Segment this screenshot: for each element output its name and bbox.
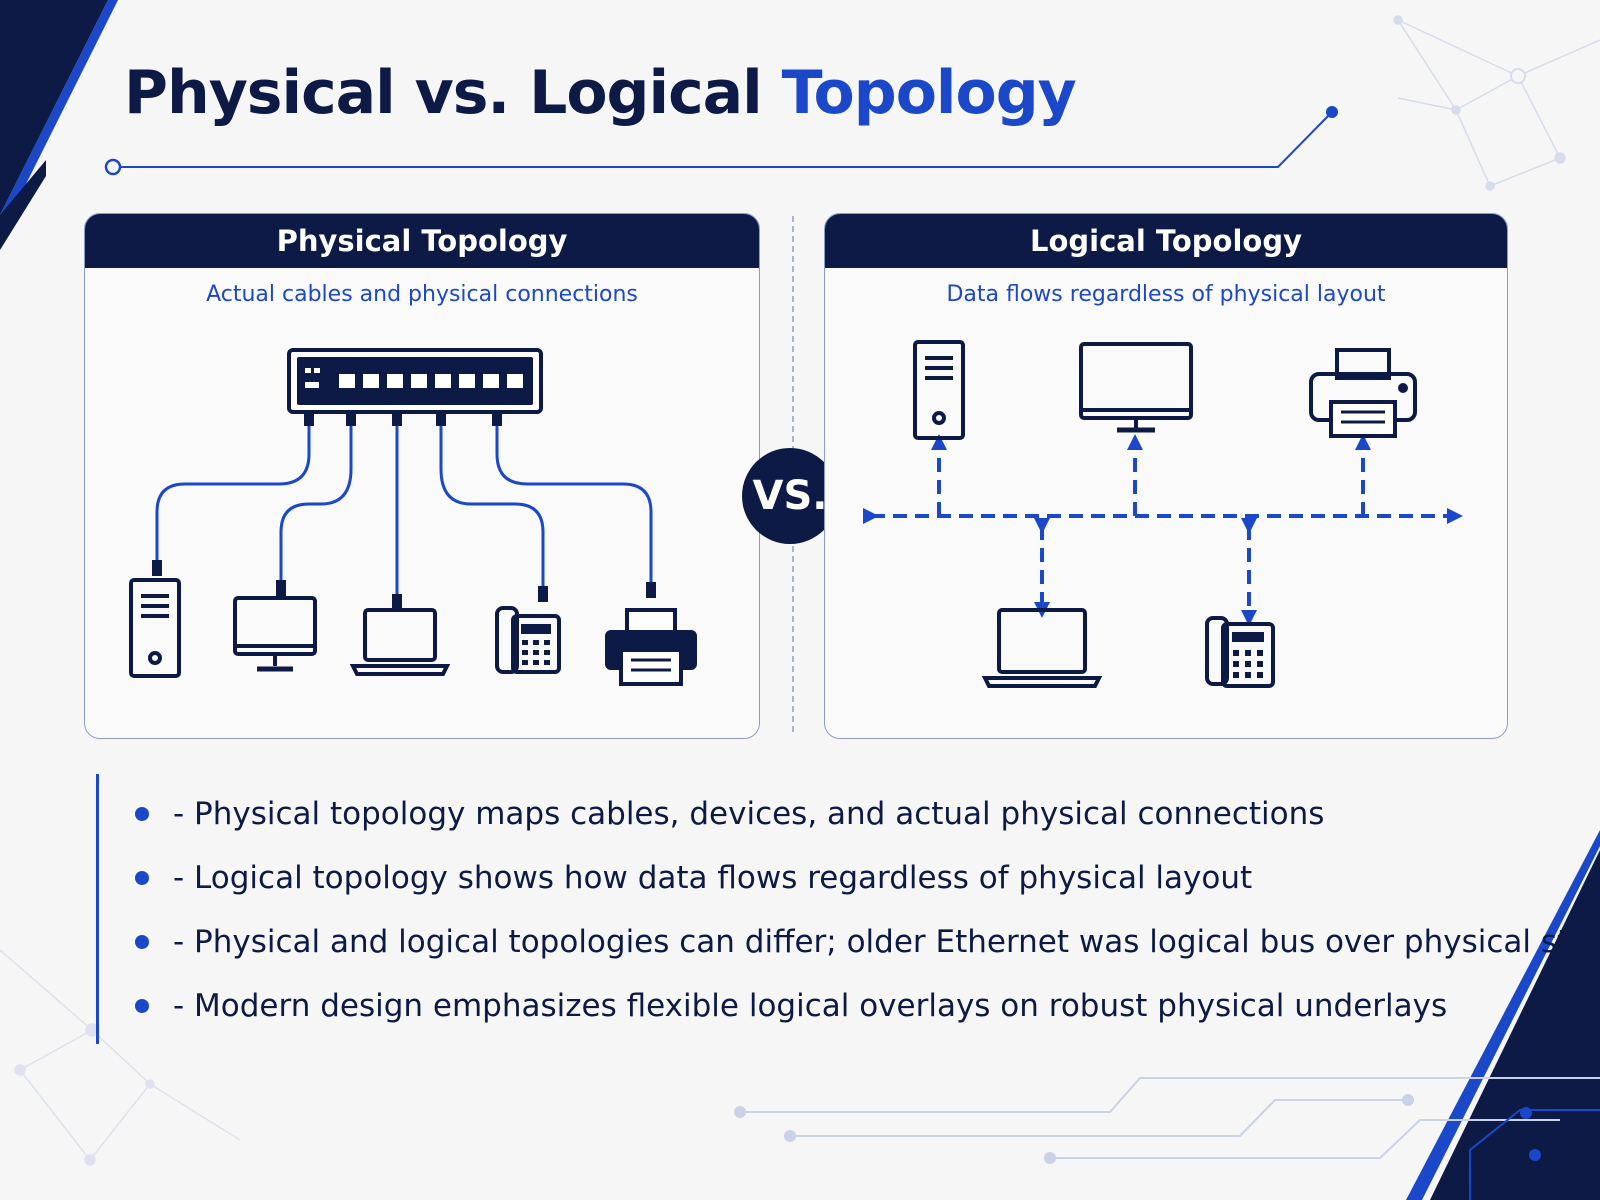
bullet-list: - Physical topology maps cables, devices… <box>96 774 1600 1044</box>
physical-panel-subtitle: Actual cables and physical connections <box>206 282 638 307</box>
printer-icon <box>605 608 697 686</box>
logical-diagram <box>863 340 1463 688</box>
page-title: Physical vs. Logical Topology <box>124 58 1077 128</box>
bullet-dot <box>135 807 149 821</box>
bullet-text: - Physical and logical topologies can di… <box>173 924 1600 960</box>
logical-panel-subtitle: Data flows regardless of physical layout <box>946 282 1386 307</box>
network-mesh-bottom-left <box>0 949 241 1166</box>
laptop-icon <box>349 608 451 676</box>
logical-bus-line <box>863 434 1463 626</box>
bullet-dot <box>135 871 149 885</box>
title-underline <box>104 106 1338 176</box>
cable-connectors <box>152 412 656 610</box>
monitor-icon <box>233 596 317 672</box>
bullet-dot <box>135 935 149 949</box>
physical-panel-title: Physical Topology <box>85 214 759 268</box>
corner-accent-top-left <box>0 0 118 236</box>
server-icon <box>913 340 965 440</box>
list-item: - Logical topology shows how data flows … <box>99 846 1529 910</box>
switch-icon <box>287 348 543 414</box>
monitor-icon <box>1079 342 1193 433</box>
circuit-lines-dark <box>1469 1107 1600 1200</box>
logical-topology-panel: Logical Topology Data flows regardless o… <box>824 213 1508 739</box>
laptop-icon <box>981 608 1103 688</box>
phone-icon <box>495 606 561 674</box>
list-item: - Physical topology maps cables, devices… <box>99 782 1529 846</box>
physical-diagram <box>129 348 697 686</box>
bullet-text: - Modern design emphasizes flexible logi… <box>173 988 1448 1024</box>
phone-icon <box>1205 616 1275 688</box>
circuit-lines <box>734 1077 1600 1164</box>
title-main: Physical vs. Logical <box>124 58 782 128</box>
logical-panel-title: Logical Topology <box>825 214 1507 268</box>
physical-cables <box>155 412 653 606</box>
vs-badge: VS. <box>742 448 838 544</box>
bullet-text: - Logical topology shows how data flows … <box>173 860 1253 896</box>
network-mesh-top-right <box>1393 15 1600 191</box>
list-item: - Modern design emphasizes flexible logi… <box>99 974 1529 1038</box>
corner-stripe-mid-left <box>0 160 46 250</box>
physical-topology-panel: Physical Topology Actual cables and phys… <box>84 213 760 739</box>
corner-accent-bottom-right <box>1406 830 1600 1200</box>
bullet-text: - Physical topology maps cables, devices… <box>173 796 1325 832</box>
list-item: - Physical and logical topologies can di… <box>99 910 1600 974</box>
bullet-dot <box>135 999 149 1013</box>
corner-stripe-bottom-right <box>1430 850 1600 1200</box>
server-icon <box>129 578 181 678</box>
printer-icon <box>1309 348 1417 438</box>
title-accent: Topology <box>781 58 1077 128</box>
